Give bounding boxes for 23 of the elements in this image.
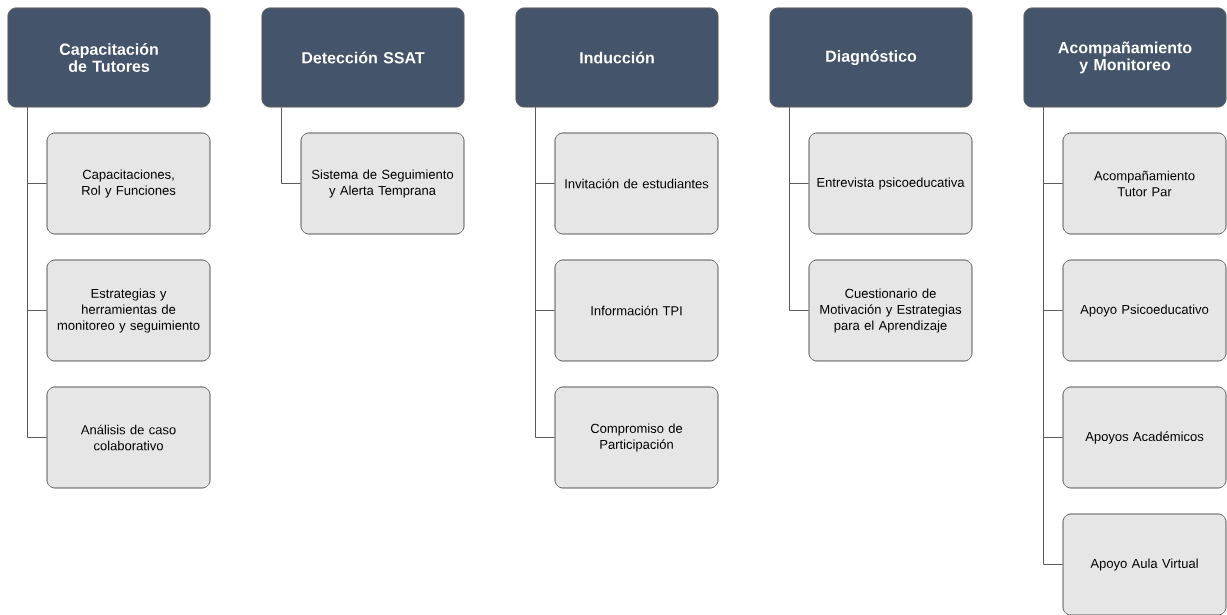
connector-line [1043, 107, 1063, 565]
stage-box: Detección SSAT [261, 7, 465, 108]
connector-line [281, 107, 301, 184]
activity-box: Apoyos Académicos [1062, 386, 1227, 489]
connector-line [535, 107, 555, 438]
activity-box: Apoyo Aula Virtual [1062, 513, 1227, 615]
activity-box: Acompañamiento Tutor Par [1062, 132, 1227, 235]
stage-box: Acompañamiento y Monitoreo [1023, 7, 1227, 108]
activity-box: Compromiso de Participación [554, 386, 719, 489]
activity-box: Información TPI [554, 259, 719, 362]
connector-line [789, 107, 809, 311]
activity-box: Análisis de caso colaborativo [46, 386, 211, 489]
stage-box: Inducción [515, 7, 719, 108]
stage-box: Capacitación de Tutores [7, 7, 211, 108]
activity-box: Capacitaciones, Rol y Funciones [46, 132, 211, 235]
activity-box: Sistema de Seguimiento y Alerta Temprana [300, 132, 465, 235]
activity-box: Apoyo Psicoeducativo [1062, 259, 1227, 362]
stage-box: Diagnóstico [769, 7, 973, 108]
connector-line [27, 107, 47, 438]
activity-box: Estrategias y herramientas de monitoreo y seguimiento [46, 259, 211, 362]
activity-box: Invitación de estudiantes [554, 132, 719, 235]
activity-box: Entrevista psicoeducativa [808, 132, 973, 235]
activity-box: Cuestionario de Motivación y Estrategias para el Aprendizaje [808, 259, 973, 362]
